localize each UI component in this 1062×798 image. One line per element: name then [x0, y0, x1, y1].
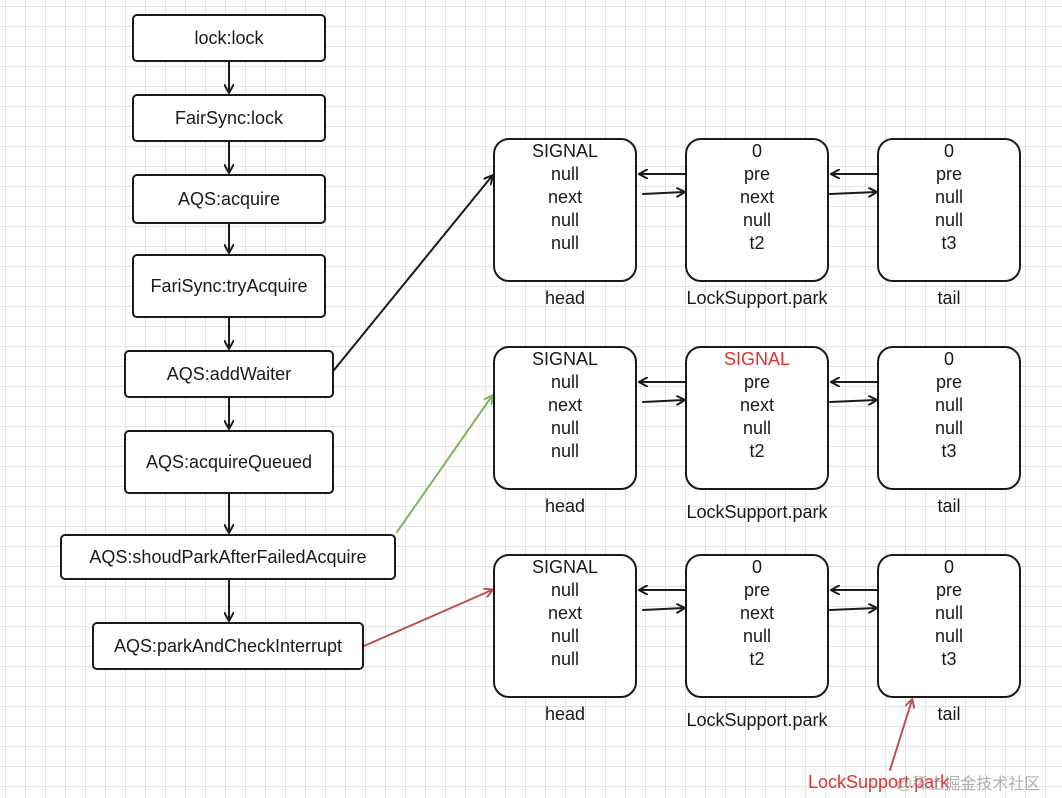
flow-box-lock-lock[interactable]: lock:lock	[132, 14, 326, 62]
node-caption: LockSupport.park	[686, 502, 828, 522]
flow-box-label: AQS:acquire	[177, 188, 281, 209]
node-field: SIGNAL	[723, 349, 791, 369]
node-field: pre	[935, 164, 962, 184]
watermark: @稀土掘金技术社区	[896, 776, 1041, 793]
queue-node[interactable]: 0 pre null null t3	[877, 554, 1021, 698]
flow-box-fairsync-lock[interactable]: FairSync:lock	[132, 94, 326, 142]
node-field: pre	[743, 164, 770, 184]
node-field: null	[934, 187, 964, 207]
node-field: t2	[749, 441, 765, 461]
next-link-arrow	[642, 192, 684, 194]
node-field: pre	[743, 580, 770, 600]
node-field: SIGNAL	[531, 141, 599, 161]
next-link-arrow	[642, 608, 684, 610]
node-field: null	[934, 603, 964, 623]
node-field: null	[742, 210, 772, 230]
node-field: null	[550, 210, 580, 230]
node-field: null	[934, 210, 964, 230]
node-field: null	[550, 441, 580, 461]
queue-node[interactable]: SIGNAL null next null null	[493, 138, 637, 282]
node-caption: LockSupport.park	[686, 710, 828, 730]
node-caption: LockSupport.park	[686, 288, 828, 308]
node-field: null	[550, 580, 580, 600]
node-field: t3	[941, 441, 957, 461]
queue-node[interactable]: 0 pre null null t3	[877, 138, 1021, 282]
node-field: next	[739, 395, 775, 415]
flow-box-label: AQS:addWaiter	[166, 363, 292, 384]
annotation-arrow	[889, 700, 912, 771]
flow-box-farisync-tryacquire[interactable]: FariSync:tryAcquire	[132, 254, 326, 318]
node-field: next	[547, 187, 583, 207]
lock-support-annotation: LockSupport.park	[808, 772, 950, 792]
node-field: null	[934, 395, 964, 415]
flow-box-label: AQS:shoudParkAfterFailedAcquire	[89, 546, 367, 567]
node-field: t3	[941, 233, 957, 253]
node-field: next	[739, 603, 775, 623]
node-caption: tail	[937, 704, 961, 724]
node-field: t2	[749, 649, 765, 669]
node-field: SIGNAL	[531, 557, 599, 577]
node-field: null	[934, 626, 964, 646]
next-link-arrow	[829, 400, 876, 402]
queue-node[interactable]: SIGNAL null next null null	[493, 346, 637, 490]
node-field: SIGNAL	[531, 349, 599, 369]
node-field: pre	[935, 372, 962, 392]
node-caption: head	[544, 496, 586, 516]
node-field: null	[550, 372, 580, 392]
flow-box-aqs-addwaiter[interactable]: AQS:addWaiter	[124, 350, 334, 398]
node-caption: head	[544, 704, 586, 724]
queue-node[interactable]: 0 pre null null t3	[877, 346, 1021, 490]
flow-box-aqs-parkandcheckinterrupt[interactable]: AQS:parkAndCheckInterrupt	[92, 622, 364, 670]
flow-box-label: lock:lock	[194, 27, 264, 48]
park-connector-arrow	[363, 590, 492, 647]
node-field: 0	[751, 557, 762, 577]
node-field: next	[739, 187, 775, 207]
node-field: null	[742, 626, 772, 646]
flow-box-label: FairSync:lock	[174, 107, 284, 128]
queue-node[interactable]: SIGNAL pre next null t2	[685, 346, 829, 490]
node-caption: head	[544, 288, 586, 308]
flow-box-aqs-acquire[interactable]: AQS:acquire	[132, 174, 326, 224]
flow-box-aqs-acquirequeued[interactable]: AQS:acquireQueued	[124, 430, 334, 494]
node-field: null	[742, 418, 772, 438]
queue-node[interactable]: SIGNAL null next null null	[493, 554, 637, 698]
next-link-arrow	[829, 608, 876, 610]
shouldpark-connector-arrow	[396, 396, 492, 533]
node-field: t3	[941, 649, 957, 669]
next-link-arrow	[642, 400, 684, 402]
node-field: null	[550, 418, 580, 438]
node-field: pre	[743, 372, 770, 392]
flow-box-label: AQS:acquireQueued	[145, 451, 313, 472]
node-field: null	[550, 164, 580, 184]
node-field: 0	[943, 349, 954, 369]
node-field: t2	[749, 233, 765, 253]
node-caption: tail	[937, 288, 961, 308]
node-field: null	[550, 649, 580, 669]
queue-node[interactable]: 0 pre next null t2	[685, 554, 829, 698]
node-field: 0	[943, 557, 954, 577]
node-field: pre	[935, 580, 962, 600]
node-field: next	[547, 603, 583, 623]
addwaiter-connector-arrow	[333, 176, 492, 371]
node-field: 0	[943, 141, 954, 161]
next-link-arrow	[829, 192, 876, 194]
node-field: next	[547, 395, 583, 415]
flow-box-aqs-shouldpark[interactable]: AQS:shoudParkAfterFailedAcquire	[60, 534, 396, 580]
node-field: 0	[751, 141, 762, 161]
flow-box-label: FariSync:tryAcquire	[150, 275, 308, 296]
node-field: null	[550, 626, 580, 646]
node-field: null	[550, 233, 580, 253]
node-field: null	[934, 418, 964, 438]
flow-box-label: AQS:parkAndCheckInterrupt	[113, 635, 343, 656]
queue-node[interactable]: 0 pre next null t2	[685, 138, 829, 282]
node-caption: tail	[937, 496, 961, 516]
